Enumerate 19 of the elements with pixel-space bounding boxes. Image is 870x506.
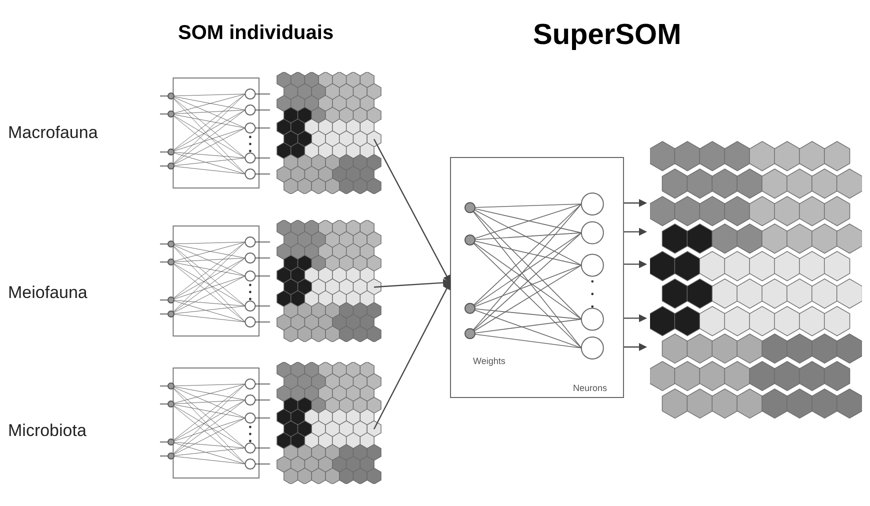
arrow <box>373 138 451 284</box>
arrow <box>624 314 647 322</box>
row-label: Microbiota <box>8 420 86 442</box>
arrow <box>624 343 647 351</box>
arrow <box>624 228 647 236</box>
som-panel-drawing <box>160 362 382 484</box>
som-panel-drawing <box>160 72 382 194</box>
neurons-label: Neurons <box>573 382 608 395</box>
arrow <box>373 281 451 430</box>
network-box <box>450 157 624 398</box>
arrow <box>624 199 647 207</box>
som-panel-drawing <box>160 220 382 342</box>
heading: SuperSOM <box>533 18 682 53</box>
weights-label: Weights <box>473 355 506 368</box>
arrow <box>624 260 647 268</box>
row-label: Meiofauna <box>8 282 88 304</box>
row-label: Macrofauna <box>8 122 98 144</box>
arrow <box>374 278 451 288</box>
heading: SOM individuais <box>178 21 334 46</box>
